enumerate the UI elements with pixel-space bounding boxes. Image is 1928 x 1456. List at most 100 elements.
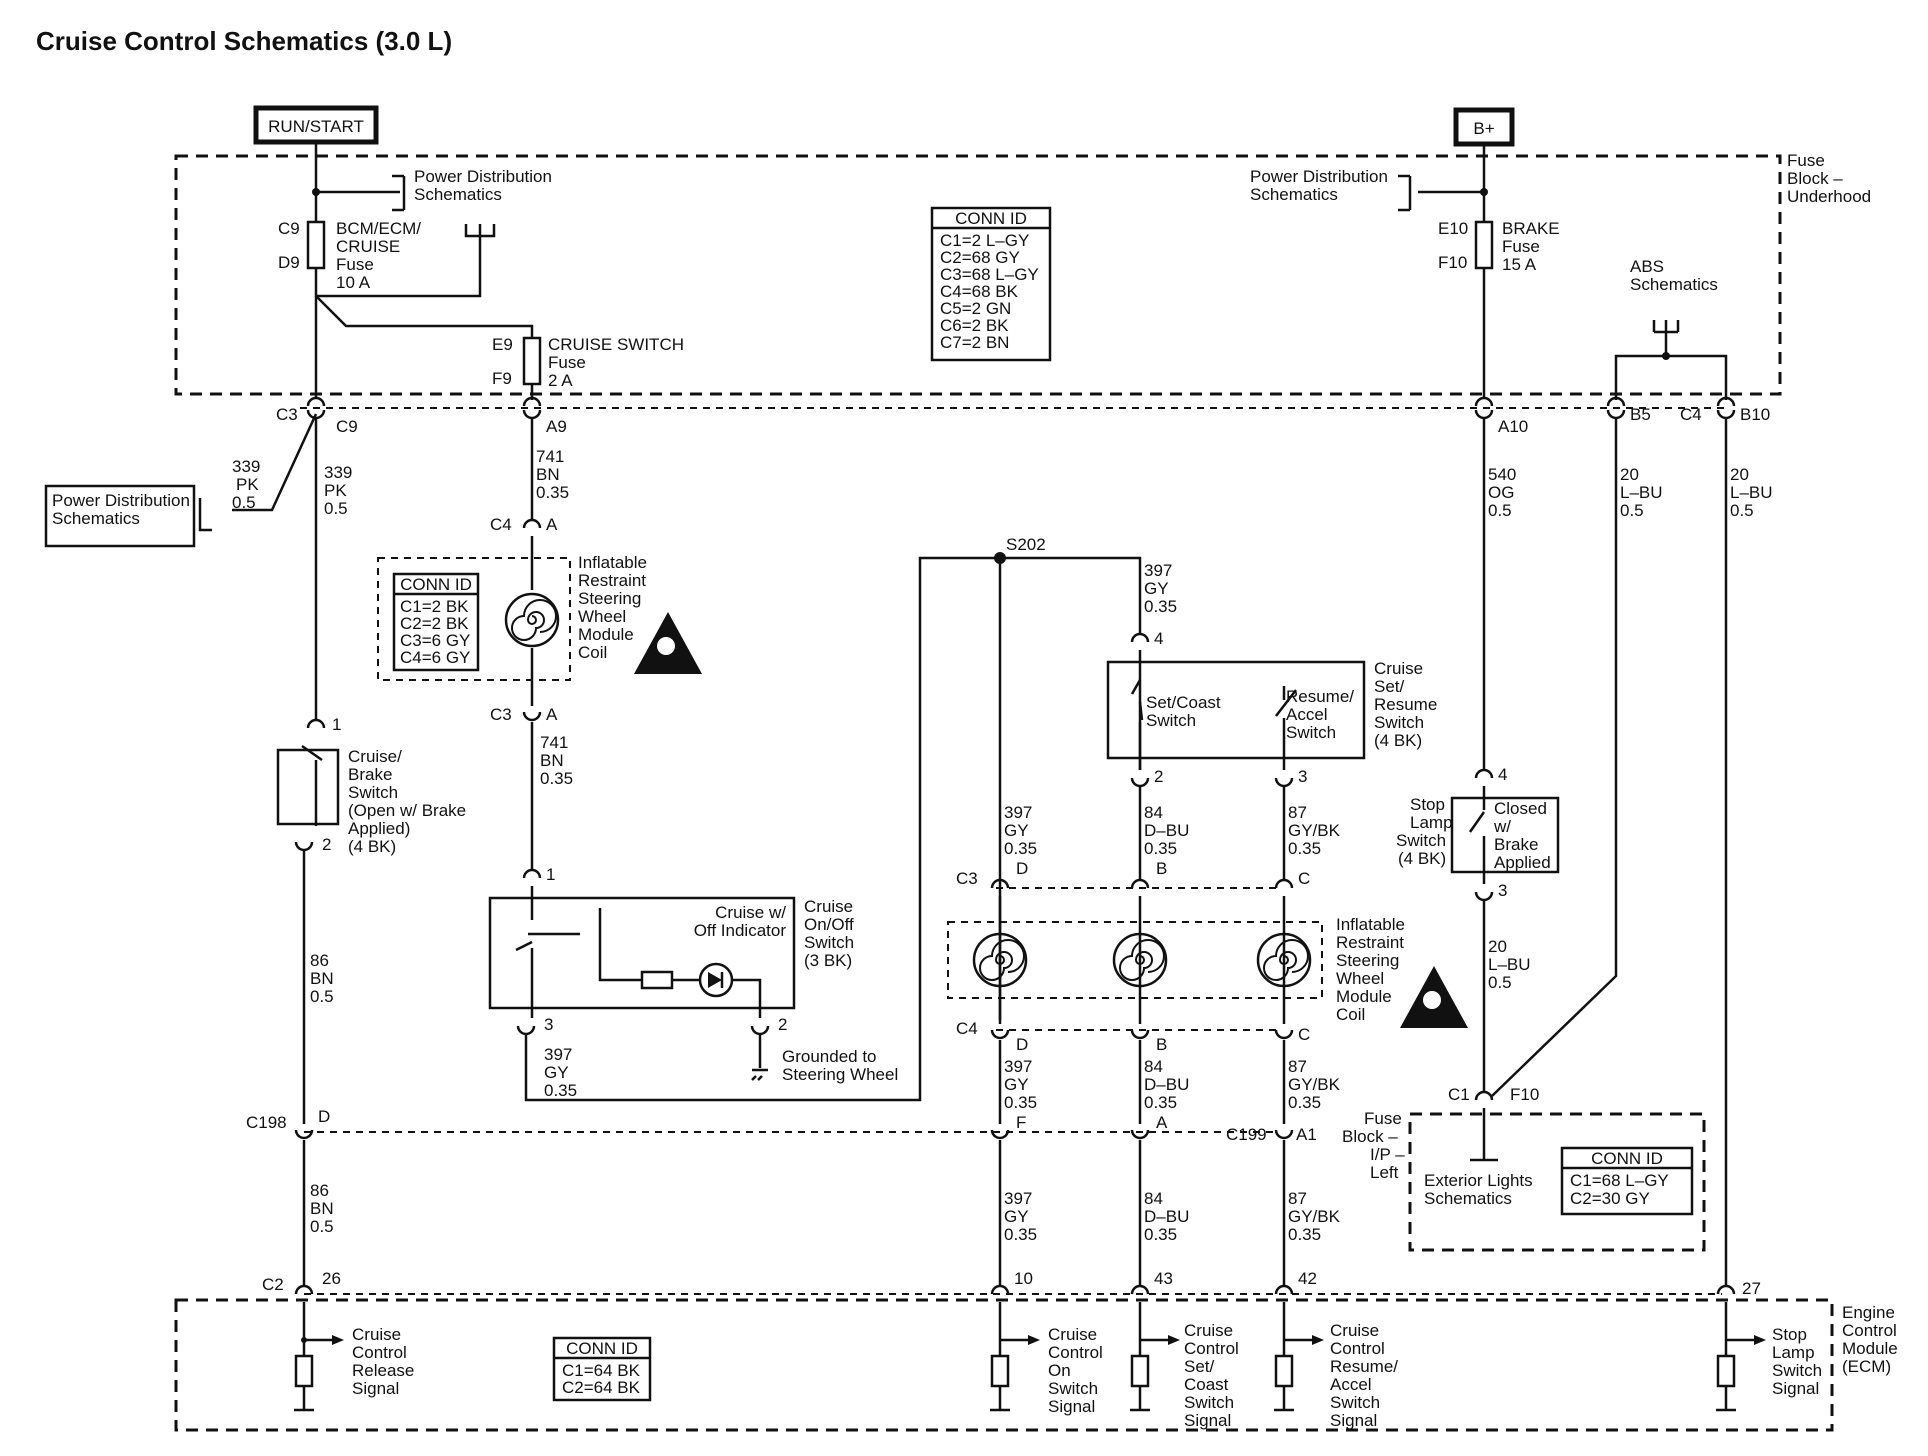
svg-text:84: 84 xyxy=(1144,803,1163,822)
svg-text:CONN ID: CONN ID xyxy=(955,209,1027,228)
svg-text:0.35: 0.35 xyxy=(1144,1093,1177,1112)
wire-label-84-b: 84D–BU0.35 xyxy=(1144,1057,1189,1112)
svg-text:Fuse: Fuse xyxy=(548,353,586,372)
svg-text:Schematics: Schematics xyxy=(52,509,140,528)
svg-text:86: 86 xyxy=(310,951,329,970)
svg-text:397: 397 xyxy=(1004,803,1032,822)
svg-text:Block –: Block – xyxy=(1342,1127,1398,1146)
bcm-fuse-pin-top: C9 xyxy=(278,219,300,238)
svg-text:0.35: 0.35 xyxy=(1144,597,1177,616)
svg-text:Engine: Engine xyxy=(1842,1303,1895,1322)
svg-text:A1: A1 xyxy=(1296,1125,1317,1144)
svg-text:0.5: 0.5 xyxy=(324,499,348,518)
svg-text:Cruise/: Cruise/ xyxy=(348,747,402,766)
svg-text:Fuse: Fuse xyxy=(1502,237,1540,256)
svg-text:Inflatable: Inflatable xyxy=(1336,915,1405,934)
svg-text:Stop: Stop xyxy=(1772,1325,1807,1344)
svg-text:Restraint: Restraint xyxy=(1336,933,1404,952)
svg-text:A: A xyxy=(546,705,558,724)
svg-text:C2=64 BK: C2=64 BK xyxy=(562,1378,641,1397)
svg-text:C2=68 GY: C2=68 GY xyxy=(940,248,1020,267)
svg-text:0.5: 0.5 xyxy=(1488,973,1512,992)
coil-top-label: InflatableRestraintSteeringWheelModuleCo… xyxy=(578,553,647,662)
svg-text:Accel: Accel xyxy=(1286,705,1328,724)
svg-text:Accel: Accel xyxy=(1330,1375,1372,1394)
svg-text:(Open w/ Brake: (Open w/ Brake xyxy=(348,801,466,820)
coil-mid-spirals-icon xyxy=(972,932,1312,988)
svg-text:C3: C3 xyxy=(276,405,298,424)
svg-text:Signal: Signal xyxy=(1048,1397,1095,1416)
svg-text:Control: Control xyxy=(1330,1339,1385,1358)
svg-text:C199: C199 xyxy=(1226,1125,1267,1144)
svg-text:C1=2 BK: C1=2 BK xyxy=(400,597,469,616)
svg-text:84: 84 xyxy=(1144,1189,1163,1208)
svg-text:CONN ID: CONN ID xyxy=(400,575,472,594)
svg-text:Applied: Applied xyxy=(1494,853,1551,872)
pds-left-ref-box xyxy=(44,484,196,548)
svg-text:397: 397 xyxy=(1004,1189,1032,1208)
svg-text:A: A xyxy=(546,515,558,534)
wire-label-84-a: 84D–BU0.35 xyxy=(1144,803,1189,858)
wire-label-84-c: 84D–BU0.35 xyxy=(1144,1189,1189,1244)
svg-text:Schematics: Schematics xyxy=(1630,275,1718,294)
svg-text:C4=68 BK: C4=68 BK xyxy=(940,282,1019,301)
splice-s202 xyxy=(994,552,1006,564)
svg-text:Fuse: Fuse xyxy=(1787,151,1825,170)
svg-text:0.5: 0.5 xyxy=(1488,501,1512,520)
svg-text:Control: Control xyxy=(1184,1339,1239,1358)
svg-text:Control: Control xyxy=(352,1343,407,1362)
svg-text:2: 2 xyxy=(1154,767,1163,786)
svg-text:BRAKE: BRAKE xyxy=(1502,219,1560,238)
svg-text:84: 84 xyxy=(1144,1057,1163,1076)
svg-text:BN: BN xyxy=(310,969,334,988)
conn-id-ecm: CONN ID C1=64 BK C2=64 BK xyxy=(552,1336,652,1402)
svg-text:0.5: 0.5 xyxy=(1620,501,1644,520)
wire-label-20-b10: 20L–BU0.5 xyxy=(1730,465,1773,520)
on-off-indicator-label: Cruise w/Off Indicator xyxy=(694,903,787,940)
svg-text:Block –: Block – xyxy=(1787,169,1843,188)
svg-text:CRUISE SWITCH: CRUISE SWITCH xyxy=(548,335,684,354)
splice-s202-label: S202 xyxy=(1006,535,1046,554)
cruise-brake-switch-body xyxy=(276,748,340,826)
svg-text:CRUISE: CRUISE xyxy=(336,237,400,256)
svg-text:BN: BN xyxy=(540,751,564,770)
stop-lamp-switch-body xyxy=(1450,796,1560,874)
svg-text:GY: GY xyxy=(544,1063,569,1082)
svg-text:(4 BK): (4 BK) xyxy=(1374,731,1422,750)
svg-text:3: 3 xyxy=(1498,881,1507,900)
svg-text:0.35: 0.35 xyxy=(1004,839,1037,858)
svg-text:B: B xyxy=(1156,1035,1167,1054)
svg-text:Set/: Set/ xyxy=(1374,677,1405,696)
svg-text:Steering: Steering xyxy=(1336,951,1399,970)
conn-id-ip: CONN ID C1=68 L–GY C2=30 GY xyxy=(1560,1146,1694,1216)
svg-text:Brake: Brake xyxy=(1494,835,1538,854)
svg-text:Signal: Signal xyxy=(1330,1411,1377,1430)
svg-text:I/P –: I/P – xyxy=(1370,1145,1405,1164)
svg-text:(3 BK): (3 BK) xyxy=(804,951,852,970)
svg-text:43: 43 xyxy=(1154,1269,1173,1288)
svg-text:Closed: Closed xyxy=(1494,799,1547,818)
svg-text:C4: C4 xyxy=(956,1019,978,1038)
cruise-fuse-pin-top: E9 xyxy=(492,335,513,354)
pds-top-right-bracket xyxy=(1398,174,1412,212)
svg-text:Coil: Coil xyxy=(578,643,607,662)
svg-text:w/: w/ xyxy=(1493,817,1511,836)
svg-text:Control: Control xyxy=(1842,1321,1897,1340)
svg-text:C2=2 BK: C2=2 BK xyxy=(400,614,469,633)
coil-top-spiral-icon xyxy=(504,592,560,648)
svg-text:Switch: Switch xyxy=(1330,1393,1380,1412)
svg-text:Switch: Switch xyxy=(1184,1393,1234,1412)
svg-text:B5: B5 xyxy=(1630,405,1651,424)
b-plus-source xyxy=(1453,107,1515,147)
svg-text:C1=64 BK: C1=64 BK xyxy=(562,1361,641,1380)
